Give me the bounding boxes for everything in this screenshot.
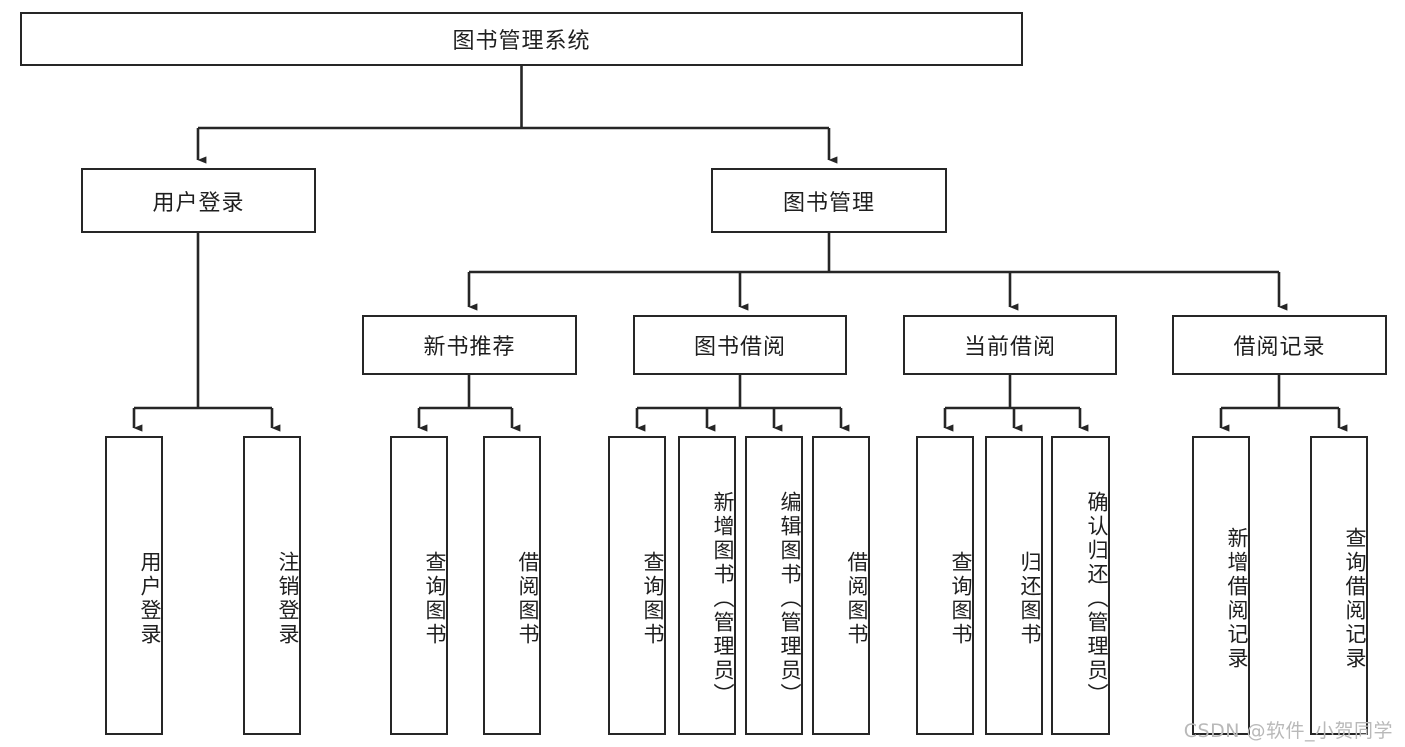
- node-leaf-borrow-book-rec[interactable]: 借阅图书: [483, 436, 541, 735]
- node-book-manage-label: 图书管理: [782, 190, 875, 216]
- node-leaf-confirm-return-admin[interactable]: 确认归还（管理员）: [1051, 436, 1110, 735]
- node-leaf-borrow-book-bor[interactable]: 借阅图书: [812, 436, 870, 735]
- node-leaf-user-logout-label: 注销登录: [276, 550, 300, 647]
- node-leaf-borrow-book-bor-label: 借阅图书: [845, 550, 869, 647]
- node-leaf-query-book-bor-label: 查询图书: [641, 550, 665, 647]
- node-book-borrow[interactable]: 图书借阅: [633, 315, 847, 375]
- node-user-login-label: 用户登录: [152, 190, 245, 216]
- node-leaf-add-book-admin-label: 新增图书（管理员）: [711, 490, 735, 707]
- node-book-manage[interactable]: 图书管理: [711, 168, 947, 233]
- node-leaf-edit-book-admin[interactable]: 编辑图书（管理员）: [745, 436, 803, 735]
- node-leaf-return-book[interactable]: 归还图书: [985, 436, 1043, 735]
- node-root-label: 图书管理系统: [452, 29, 591, 54]
- node-leaf-edit-book-admin-label: 编辑图书（管理员）: [778, 490, 802, 707]
- node-leaf-query-book-rec[interactable]: 查询图书: [390, 436, 448, 735]
- node-leaf-borrow-book-rec-label: 借阅图书: [516, 550, 540, 647]
- node-borrow-record-label: 借阅记录: [1233, 335, 1326, 360]
- node-leaf-add-borrow-record-label: 新增借阅记录: [1225, 526, 1249, 671]
- node-leaf-add-book-admin[interactable]: 新增图书（管理员）: [678, 436, 736, 735]
- node-leaf-user-logout[interactable]: 注销登录: [243, 436, 301, 735]
- node-leaf-add-borrow-record[interactable]: 新增借阅记录: [1192, 436, 1250, 735]
- node-new-book-recommend-label: 新书推荐: [423, 335, 516, 360]
- node-user-login[interactable]: 用户登录: [81, 168, 316, 233]
- node-leaf-query-book-cur[interactable]: 查询图书: [916, 436, 974, 735]
- node-leaf-query-borrow-record[interactable]: 查询借阅记录: [1310, 436, 1368, 735]
- node-current-borrow-label: 当前借阅: [963, 335, 1056, 360]
- node-leaf-user-login-label: 用户登录: [138, 550, 162, 647]
- node-leaf-return-book-label: 归还图书: [1018, 550, 1042, 647]
- node-leaf-confirm-return-admin-label: 确认归还（管理员）: [1085, 490, 1109, 707]
- node-leaf-query-book-bor[interactable]: 查询图书: [608, 436, 666, 735]
- node-book-borrow-label: 图书借阅: [693, 335, 786, 360]
- node-leaf-query-book-cur-label: 查询图书: [949, 550, 973, 647]
- node-borrow-record[interactable]: 借阅记录: [1172, 315, 1387, 375]
- node-current-borrow[interactable]: 当前借阅: [903, 315, 1117, 375]
- node-root[interactable]: 图书管理系统: [20, 12, 1023, 66]
- node-new-book-recommend[interactable]: 新书推荐: [362, 315, 577, 375]
- node-leaf-user-login[interactable]: 用户登录: [105, 436, 163, 735]
- node-leaf-query-borrow-record-label: 查询借阅记录: [1343, 526, 1367, 671]
- node-leaf-query-book-rec-label: 查询图书: [423, 550, 447, 647]
